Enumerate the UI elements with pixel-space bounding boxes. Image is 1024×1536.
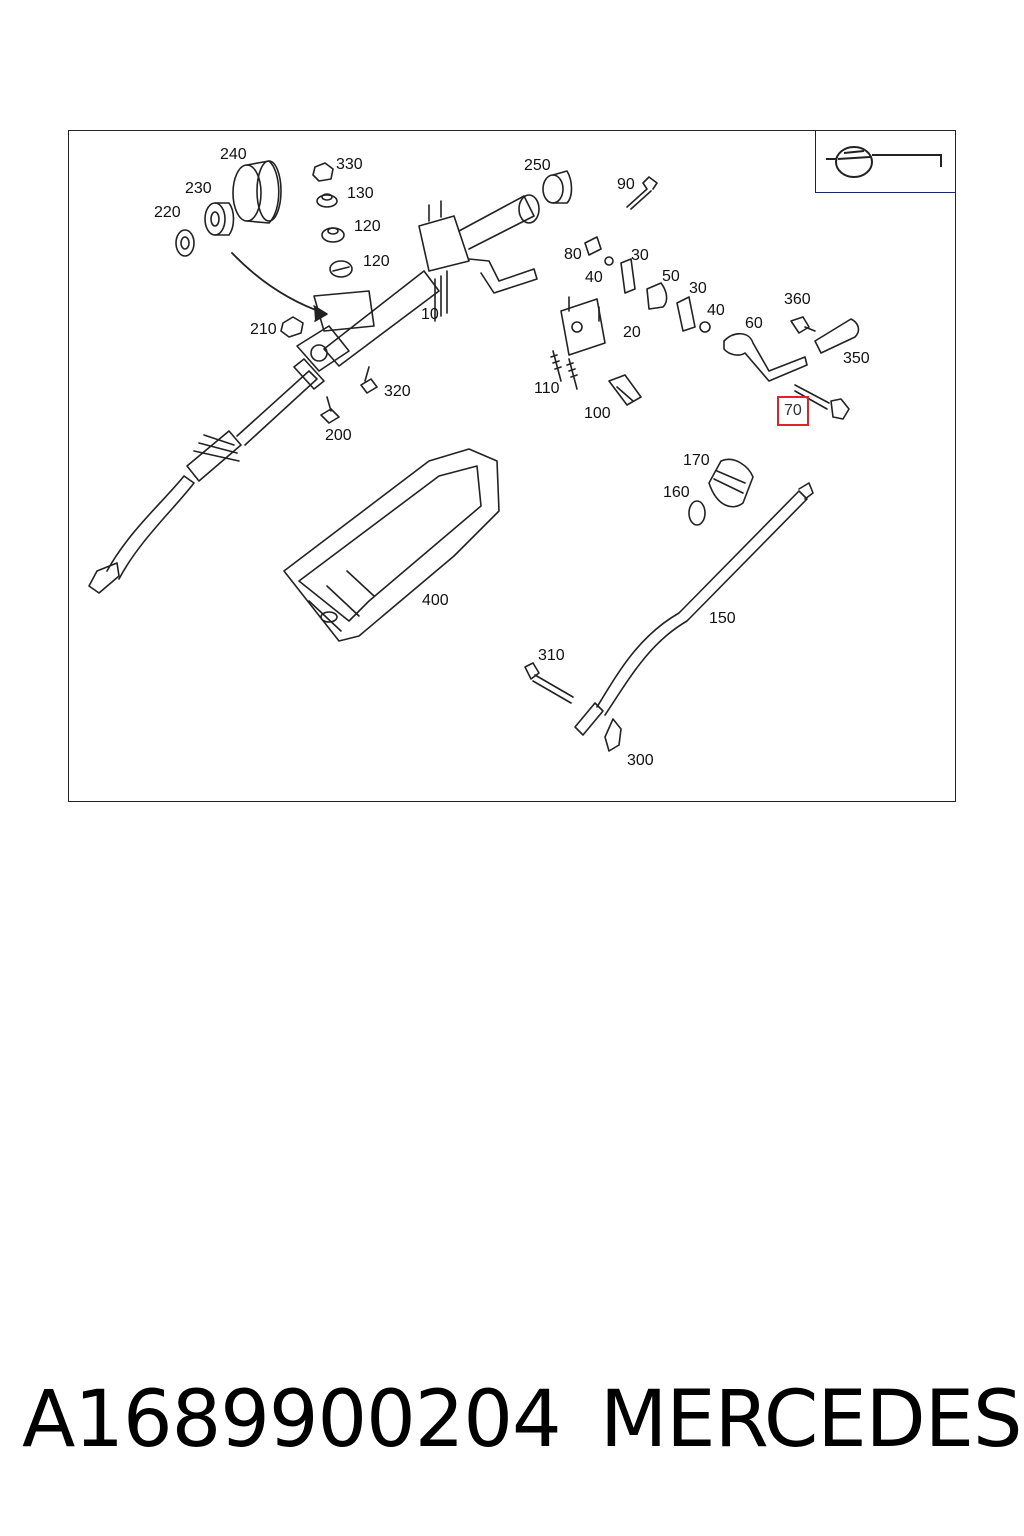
callout-80: 80 xyxy=(564,246,582,263)
screw-200 xyxy=(320,396,340,424)
universal-joint xyxy=(293,325,350,390)
callout-320: 320 xyxy=(384,383,411,400)
nuts-330-130-120 xyxy=(312,162,353,278)
callout-310: 310 xyxy=(538,647,565,664)
callout-400: 400 xyxy=(422,592,449,609)
callout-10: 10 xyxy=(421,306,439,323)
screw-90 xyxy=(626,176,658,210)
bushing-230 xyxy=(204,202,235,236)
direction-arrow xyxy=(231,252,325,314)
lever-60 xyxy=(723,332,808,382)
logo-box xyxy=(815,131,955,193)
nut-210 xyxy=(280,316,304,338)
callout-240: 240 xyxy=(220,146,247,163)
callout-40-lower: 40 xyxy=(707,302,725,319)
clip-300 xyxy=(604,718,622,752)
bolt-70 xyxy=(794,384,850,420)
footer-caption: A1689900204 MERCEDES xyxy=(22,1375,1022,1470)
steering-column-exploded-view xyxy=(88,160,860,752)
callout-120-upper: 120 xyxy=(354,218,381,235)
callout-120-lower: 120 xyxy=(363,253,390,270)
callout-90: 90 xyxy=(617,176,635,193)
callout-210: 210 xyxy=(250,321,277,338)
callout-50: 50 xyxy=(662,268,680,285)
callout-150: 150 xyxy=(709,610,736,627)
bolt-360 xyxy=(790,316,816,334)
ring-160 xyxy=(688,500,706,526)
steering-column-10 xyxy=(313,194,540,367)
callout-350: 350 xyxy=(843,350,870,367)
callout-100: 100 xyxy=(584,405,611,422)
springs-110 xyxy=(550,350,578,390)
clip-100 xyxy=(608,374,642,406)
callout-230: 230 xyxy=(185,180,212,197)
callout-70-highlighted: 70 xyxy=(777,396,809,426)
boot-170 xyxy=(708,458,754,508)
callout-220: 220 xyxy=(154,204,181,221)
cover-350 xyxy=(814,318,860,354)
bushing-250 xyxy=(542,170,573,204)
bolt-310 xyxy=(524,662,574,704)
callout-40-upper: 40 xyxy=(585,269,603,286)
brand-name: MERCEDES xyxy=(600,1375,1022,1465)
callout-360: 360 xyxy=(784,291,811,308)
bracket-20 xyxy=(560,296,606,356)
small-parts-row xyxy=(584,236,711,333)
callout-330: 330 xyxy=(336,156,363,173)
callout-160: 160 xyxy=(663,484,690,501)
callout-300: 300 xyxy=(627,752,654,769)
intermediate-shaft-lower-left xyxy=(88,370,318,594)
callout-20: 20 xyxy=(623,324,641,341)
ring-240 xyxy=(232,160,282,224)
callout-250: 250 xyxy=(524,157,551,174)
cover-400 xyxy=(283,448,500,642)
callout-30-lower: 30 xyxy=(689,280,707,297)
washer-220 xyxy=(175,229,195,257)
screw-320 xyxy=(360,366,378,394)
callout-110: 110 xyxy=(534,380,560,397)
callout-130: 130 xyxy=(347,185,374,202)
part-number: A1689900204 xyxy=(22,1375,562,1465)
callout-170: 170 xyxy=(683,452,710,469)
steering-wheel-logo-icon xyxy=(826,146,942,178)
callout-60: 60 xyxy=(745,315,763,332)
steering-shaft-150 xyxy=(574,482,814,736)
callout-200: 200 xyxy=(325,427,352,444)
callout-30-upper: 30 xyxy=(631,247,649,264)
parts-diagram: 240 330 230 130 220 120 120 250 90 80 30… xyxy=(68,130,956,802)
